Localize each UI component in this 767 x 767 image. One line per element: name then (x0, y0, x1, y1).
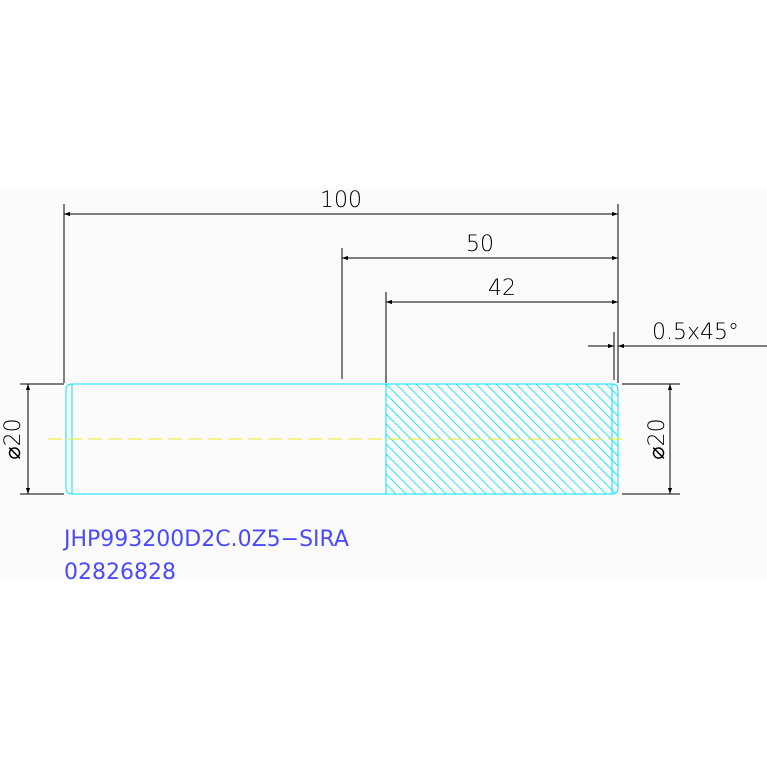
hatch-line (575, 384, 618, 494)
dimension-label-42: 42 (488, 276, 516, 301)
hatch-line (386, 384, 417, 494)
hatch-line (565, 384, 618, 494)
dimension-label-100: 100 (320, 188, 362, 213)
diameter-left-label: ⌀20 (1, 418, 26, 459)
hatch-line (615, 384, 618, 494)
chamfer-label: 0.5x45° (652, 320, 739, 345)
diameter-right-label: ⌀20 (645, 418, 670, 459)
dimension-label-50: 50 (466, 232, 494, 257)
part-number-text: JHP993200D2C.0Z5−SIRA (62, 527, 349, 552)
hatch-line (386, 384, 437, 494)
hatch-line (585, 384, 618, 494)
code-text: 02826828 (64, 560, 176, 585)
hatch-line (386, 384, 407, 494)
hatch-line (595, 384, 618, 494)
hatch-line (386, 384, 427, 494)
